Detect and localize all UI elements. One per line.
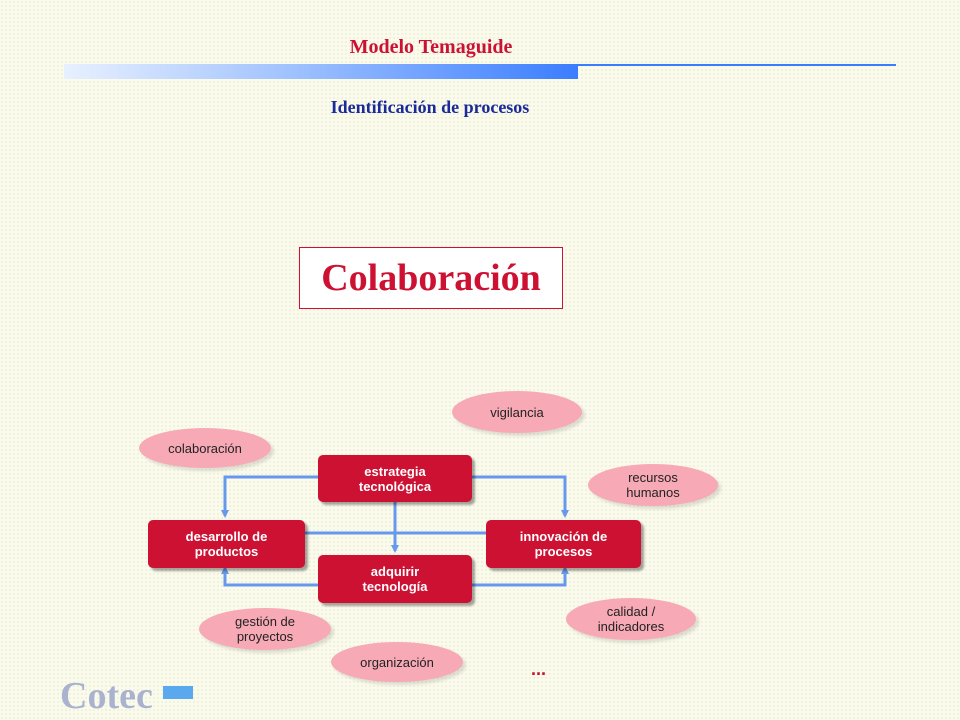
slide-subtitle: Identificación de procesos [330, 97, 530, 117]
oval-calidad-indicadores: calidad / indicadores [566, 598, 696, 640]
oval-organizacion: organización [331, 642, 463, 682]
arrow-estrategia-innovacion [472, 475, 569, 518]
arrow-adquirir-innovacion [472, 566, 569, 587]
node-adquirir-tecnologia: adquirir tecnología [318, 555, 472, 603]
logo-accent-bar [163, 686, 193, 699]
node-desarrollo-productos: desarrollo de productos [148, 520, 305, 568]
title-underline-line [578, 64, 896, 66]
node-innovacion-procesos: innovación de procesos [486, 520, 641, 568]
heading-box: Colaboración [299, 247, 563, 309]
oval-recursos-humanos: recursos humanos [588, 464, 718, 506]
arrow-adquirir-desarrollo [221, 566, 318, 587]
slide-title: Modelo Temaguide [349, 36, 513, 58]
title-underline-gradient [64, 64, 578, 79]
oval-colaboracion: colaboración [139, 428, 271, 468]
node-estrategia-tecnologica: estrategia tecnológica [318, 455, 472, 502]
oval-vigilancia: vigilancia [452, 391, 582, 433]
oval-gestion-proyectos: gestión de proyectos [199, 608, 331, 650]
arrow-estrategia-desarrollo [221, 475, 318, 518]
ellipsis-more: ... [531, 659, 547, 679]
cotec-logo: Cotec [60, 675, 153, 717]
